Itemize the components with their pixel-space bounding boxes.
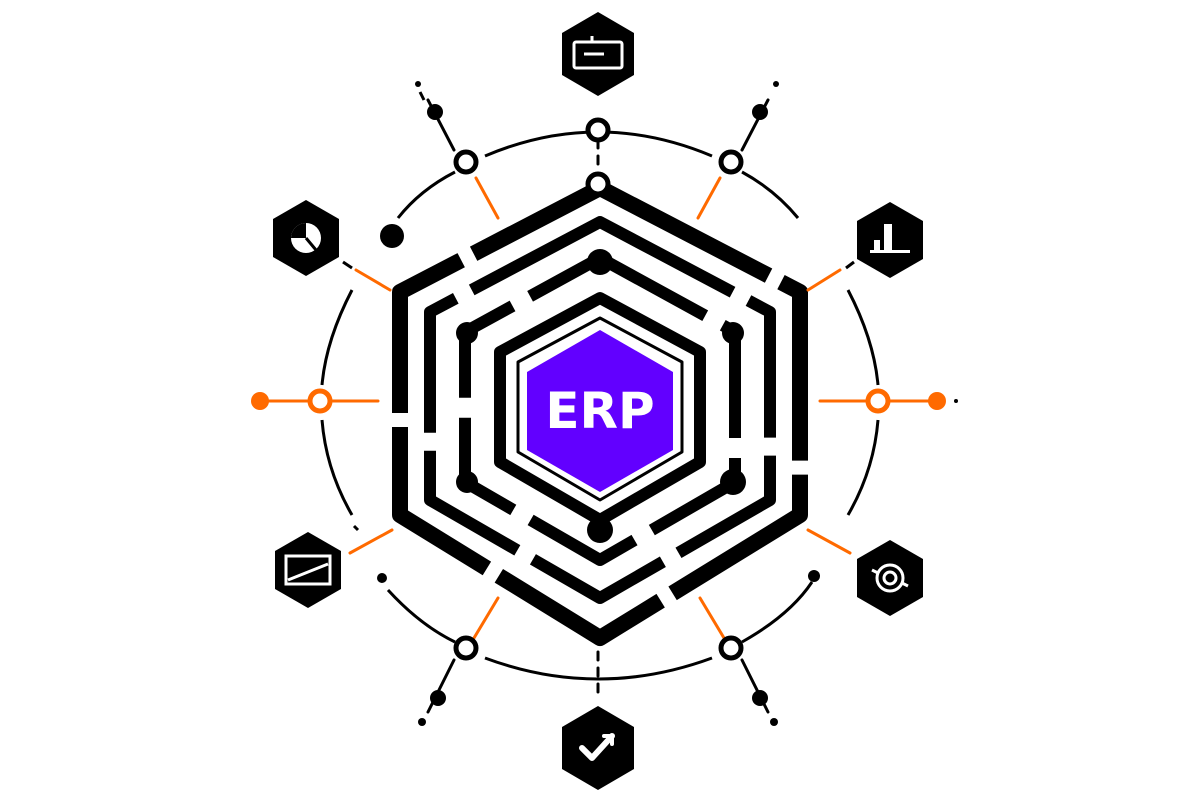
dash-top-left-dots — [418, 91, 426, 101]
trend-line-icon — [284, 554, 332, 586]
dash-upper-left — [342, 260, 353, 270]
spoke-bottom-right-orange — [698, 596, 726, 640]
module-bottom — [562, 706, 634, 790]
ring-arc-left-lower — [320, 419, 354, 516]
dot-se-small — [770, 718, 778, 726]
module-lower-left-hexagon — [275, 532, 341, 608]
hexagon-frame-outer — [392, 180, 808, 646]
module-link-dashes — [342, 91, 855, 532]
node-right — [865, 388, 891, 414]
connector-nodes — [307, 117, 891, 661]
spoke-upper-right-orange — [806, 268, 842, 292]
hexagon-frame-middle-outer — [424, 216, 776, 604]
hexagon-frame-thin — [516, 316, 684, 502]
module-lower-right-hexagon — [857, 540, 923, 616]
dot-ne-small — [773, 81, 779, 87]
dot-nw — [427, 104, 443, 120]
bar-chart-icon — [870, 224, 910, 253]
knob-far-upper-left — [380, 224, 404, 248]
dot-sw — [430, 690, 446, 706]
dot-ne — [752, 104, 768, 120]
frame-corner-knobs — [380, 224, 746, 543]
center-hexagon — [527, 330, 673, 492]
ring-arc-right-lower — [846, 419, 880, 516]
outer-ring — [320, 130, 880, 681]
knob-lower-left — [456, 471, 478, 493]
dot-sw-small — [418, 718, 426, 726]
dot-right-orange — [928, 392, 946, 410]
pie-chart-icon — [291, 223, 321, 253]
dot-nw-small — [415, 81, 421, 87]
ring-arc-right-upper — [846, 289, 880, 386]
module-upper-left — [273, 200, 339, 276]
dot-left-orange — [251, 392, 269, 410]
dot-se — [752, 690, 768, 706]
node-top — [585, 117, 611, 143]
knob-lower-right — [720, 469, 746, 495]
checkmark-arrow-icon — [579, 733, 615, 761]
endpoint-dots — [251, 81, 958, 726]
dot-far-right — [954, 399, 958, 403]
knob-upper-right — [722, 322, 744, 344]
knob-top — [587, 249, 613, 275]
ring-arc-top-right — [741, 170, 800, 219]
module-lower-left — [275, 532, 341, 608]
center-label: ERP — [545, 382, 654, 440]
spoke-lower-right-orange — [806, 528, 852, 555]
node-left — [307, 388, 333, 414]
module-lower-right — [857, 540, 923, 616]
document-tray-icon — [572, 36, 624, 70]
dash-upper-right — [845, 260, 855, 270]
spoke-lower-left-orange — [348, 528, 394, 555]
dot-lower-right-small — [808, 570, 820, 582]
knob-upper-left — [456, 322, 478, 344]
node-top-hub — [585, 171, 611, 197]
dash-lower-left — [352, 524, 360, 532]
ring-arc-bottom-right — [741, 581, 814, 644]
node-bottom-right — [718, 635, 744, 661]
spoke-upper-left-orange — [354, 268, 392, 292]
spoke-top-left-orange — [474, 176, 500, 220]
ring-arc-top-left — [396, 170, 456, 219]
ring-arc-bottom-left — [386, 588, 456, 644]
node-top-right — [718, 149, 744, 175]
node-top-left — [453, 149, 479, 175]
node-bottom-left — [453, 635, 479, 661]
gear-icon — [871, 563, 909, 593]
module-top — [562, 12, 634, 96]
spoke-bottom-left-orange — [472, 596, 500, 640]
dot-lower-left-small — [377, 573, 387, 583]
knob-bottom — [587, 517, 613, 543]
ring-arc-bottom — [484, 656, 713, 681]
module-upper-right — [857, 202, 923, 278]
ring-arc-left-upper — [320, 289, 354, 386]
spoke-top-right-orange — [696, 176, 722, 220]
